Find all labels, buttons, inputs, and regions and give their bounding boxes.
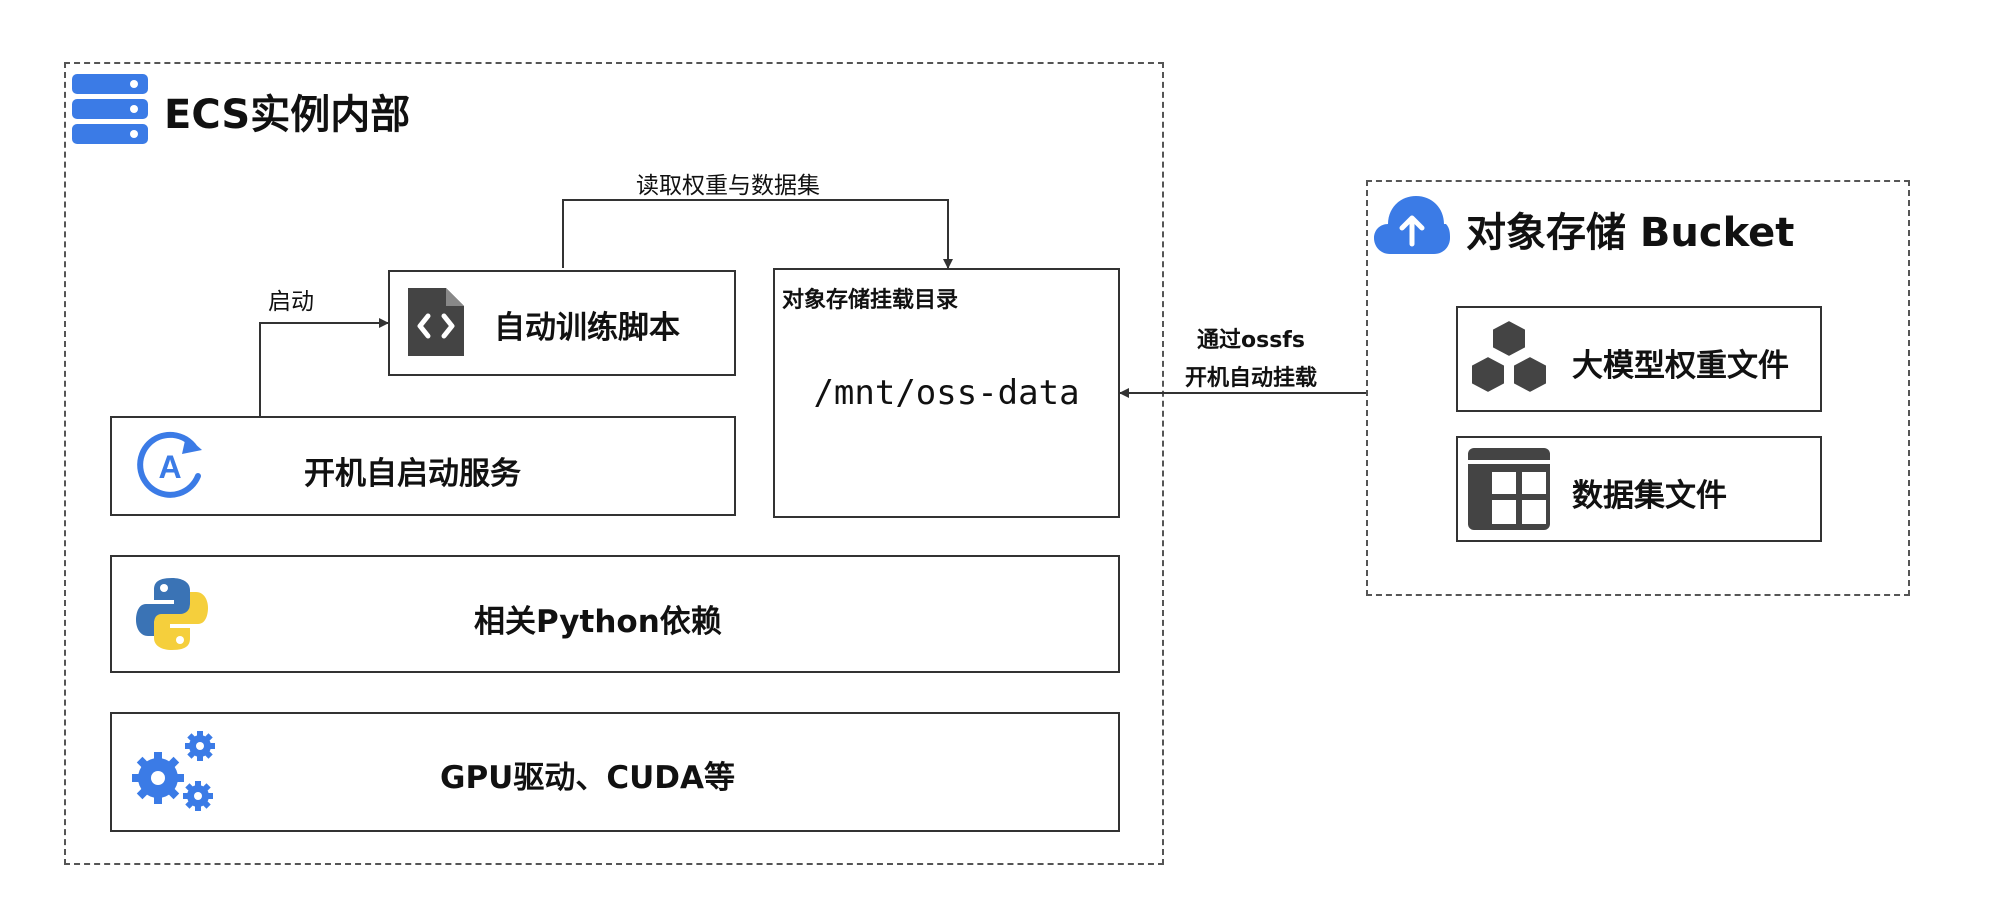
dataset-file-label: 数据集文件 [1572,478,1727,514]
cubes-icon [1466,316,1552,402]
bucket-container [1366,180,1910,596]
gears-icon [128,728,220,816]
mount-path: /mnt/oss-data [813,373,1080,413]
python-deps-box [110,555,1120,673]
table-icon [1466,446,1552,532]
auto-restart-icon: A [132,428,212,504]
cloud-upload-icon [1372,194,1452,256]
ecs-container [64,62,1164,865]
code-file-icon [404,284,468,360]
gpu-driver-label: GPU驱动、CUDA等 [440,760,735,796]
gpu-driver-box [110,712,1120,832]
training-script-label: 自动训练脚本 [494,310,680,346]
auto-start-service-box [110,416,736,516]
server-icon [72,74,148,144]
connection-line2: 开机自动挂载 [1184,366,1317,391]
start-label: 启动 [268,289,314,315]
mount-dir-title: 对象存储挂载目录 [782,288,959,313]
python-deps-label: 相关Python依赖 [474,604,722,640]
bucket-title: 对象存储 Bucket [1466,210,1795,256]
svg-text:A: A [158,449,181,485]
weights-file-label: 大模型权重文件 [1572,348,1789,384]
mount-dir-box [773,268,1120,518]
python-icon [134,576,210,652]
auto-start-service-label: 开机自启动服务 [304,456,521,492]
connection-line1: 通过ossfs [1197,328,1305,353]
ecs-title: ECS实例内部 [164,92,411,138]
read-label: 读取权重与数据集 [636,173,820,199]
